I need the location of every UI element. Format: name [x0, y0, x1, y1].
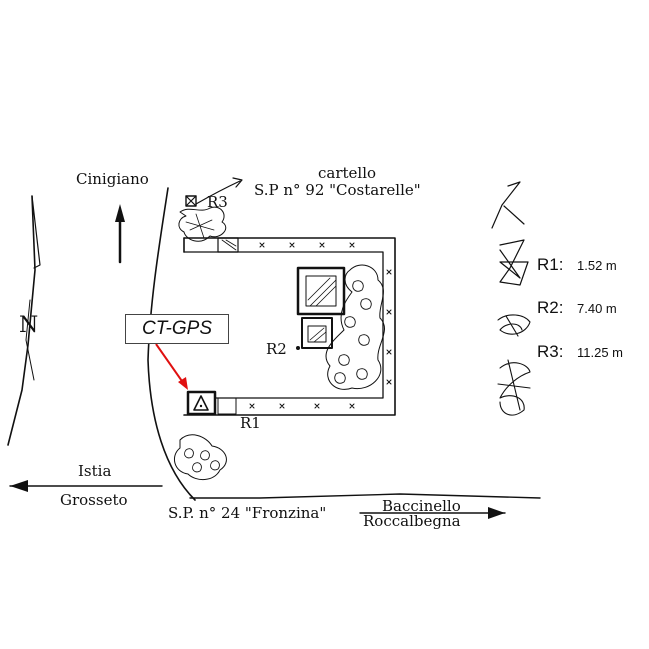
ct-gps-label: CT-GPS	[125, 314, 229, 344]
legend-r2-value: 7.40 m	[577, 301, 617, 316]
grosseto-label: Grosseto	[60, 491, 128, 509]
legend-symbols	[491, 181, 531, 416]
r3-label: R3	[207, 193, 228, 211]
legend-r3: R3: 11.25 m	[537, 342, 623, 361]
ct-gps-pointer	[155, 343, 188, 390]
sp92-label: S.P n° 92 "Costarelle"	[254, 181, 421, 199]
baccinello-label: Baccinello	[382, 497, 461, 515]
cinigiano-arrow	[115, 204, 125, 264]
road-edge	[147, 187, 196, 501]
legend-r1-label: R1:	[537, 255, 563, 274]
roccalbegna-label: Roccalbegna	[363, 512, 461, 530]
istia-label: Istia	[78, 462, 111, 480]
vegetation-north	[178, 206, 227, 242]
legend-r1-value: 1.52 m	[577, 258, 617, 273]
r2-label: R2	[266, 340, 287, 358]
station-r3	[185, 195, 197, 207]
instrument-housing	[296, 266, 346, 349]
cartello-label: cartello	[318, 164, 376, 182]
sp24-label: S.P. n° 24 "Fronzina"	[168, 504, 326, 522]
cinigiano-label: Cinigiano	[76, 170, 149, 188]
legend-r3-label: R3:	[537, 342, 563, 361]
legend-r2: R2: 7.40 m	[537, 298, 617, 317]
enclosure-fence	[183, 237, 396, 416]
station-r1	[186, 390, 237, 416]
north-label: N	[19, 313, 38, 338]
legend-r1: R1: 1.52 m	[537, 255, 617, 274]
legend-r2-label: R2:	[537, 298, 563, 317]
north-arrow: N	[7, 195, 41, 446]
station-r2	[296, 346, 300, 350]
vegetation-south	[173, 434, 227, 480]
legend-r3-value: 11.25 m	[577, 345, 623, 360]
sign-arrow	[195, 180, 241, 205]
road-sp24	[9, 480, 541, 519]
vegetation-inside	[325, 264, 385, 390]
r1-label: R1	[240, 414, 261, 432]
